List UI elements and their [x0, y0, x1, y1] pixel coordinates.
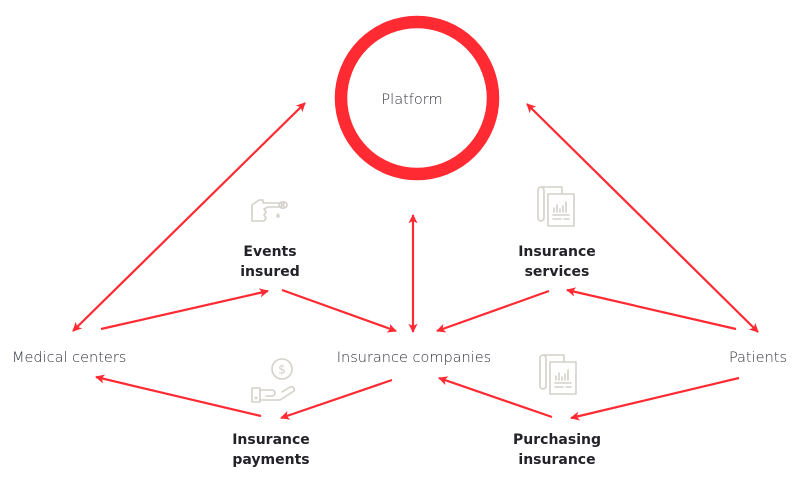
label-events-insured-line2: insured — [240, 264, 300, 280]
node-medical-centers: Medical centers — [12, 350, 126, 366]
arrow-companies-payments — [280, 378, 393, 420]
hand-coin-icon: $ — [251, 358, 296, 403]
arrow-services-companies — [436, 289, 550, 333]
arrow-payments-medical — [95, 374, 262, 418]
label-insurance-payments-line1: Insurance — [232, 432, 310, 448]
arrow-patients-platform — [526, 103, 759, 333]
node-insurance-companies: Insurance companies — [337, 350, 492, 366]
svg-text:$: $ — [278, 363, 286, 377]
arrow-events-companies — [281, 288, 397, 333]
document-chart-icon — [537, 186, 575, 227]
document-chart-icon — [539, 354, 577, 395]
platform-label: Platform — [381, 92, 442, 108]
label-insurance-services-line1: Insurance — [518, 244, 596, 260]
node-patients: Patients — [729, 350, 787, 366]
label-purchasing-insurance-line2: insurance — [518, 452, 595, 468]
arrow-patients-purchasing — [570, 376, 740, 421]
arrow-medical-events — [100, 288, 269, 331]
hand-finger-icon — [251, 199, 288, 222]
platform-ring — [334, 15, 500, 181]
label-events-insured-line1: Events — [243, 244, 296, 260]
arrow-medical-platform — [72, 102, 306, 332]
label-insurance-services-line2: services — [525, 264, 590, 280]
label-purchasing-insurance-line1: Purchasing — [513, 432, 601, 448]
arrow-purchasing-companies — [438, 376, 553, 419]
label-insurance-payments-line2: payments — [232, 452, 309, 468]
arrow-patients-services — [566, 287, 737, 331]
